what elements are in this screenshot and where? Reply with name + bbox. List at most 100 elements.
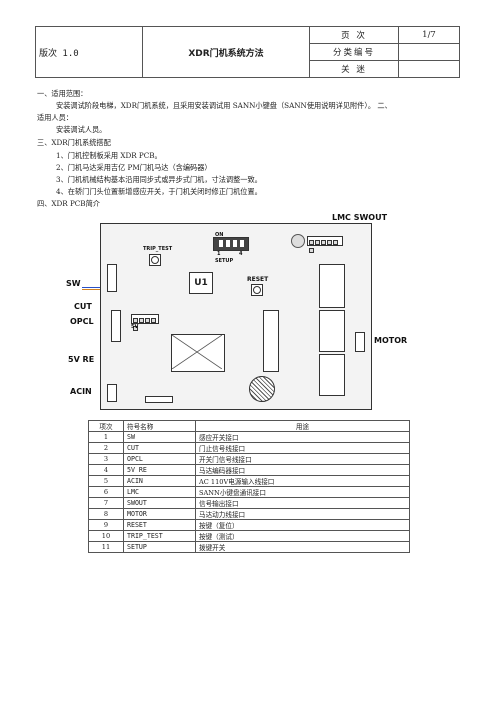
section-4-title: 四、XDR PCB简介	[37, 199, 100, 208]
cell-usage: 拨键开关	[195, 541, 410, 553]
table-row: 3 OPCL 开关门信号线接口	[88, 453, 410, 465]
category-label: 分类编号	[309, 43, 399, 61]
setup-dip-switch	[213, 237, 249, 251]
lmc-swout-connector	[307, 236, 343, 253]
cell-usage: 按键（复位）	[195, 519, 410, 531]
sw-label: SW	[66, 279, 81, 288]
cell-index: 9	[88, 519, 124, 531]
interface-table: 项次 符号名称 用途 1 SW 感应开关接口 2 CUT 门止信号线接口 3 O…	[88, 420, 410, 553]
cell-index: 4	[88, 464, 124, 476]
motor-connector	[355, 332, 365, 352]
keywords-label: 关 迷	[309, 60, 399, 78]
table-row: 11 SETUP 拨键开关	[88, 541, 410, 553]
table-row: 9 RESET 按键（复位）	[88, 519, 410, 531]
table-row: 6 LMC SANN小键盘通讯接口	[88, 486, 410, 498]
cell-index: 5	[88, 475, 124, 487]
acin-connector	[107, 384, 117, 402]
section-1-text: 安装调试阶段电梯，XDR门机系统，且采用安装调试用 SANN小键盘（SANN使用…	[56, 101, 392, 110]
lmc-swout-label: LMC SWOUT	[332, 213, 388, 222]
dip-on-label: ON	[215, 232, 224, 238]
trip-test-button	[149, 254, 161, 266]
section-3-item: 2、门机马达采用吉亿 PM门机马达（含编码器）	[56, 163, 212, 172]
section-1-title: 一、适用范围：	[37, 89, 88, 98]
col-header-index: 项次	[88, 420, 124, 432]
setup-label: SETUP	[215, 258, 234, 264]
table-row: 2 CUT 门止信号线接口	[88, 442, 410, 454]
table-row: 4 5V RE 马达编码器接口	[88, 464, 410, 476]
cell-usage: 感应开关接口	[195, 431, 410, 443]
power-module	[171, 334, 225, 372]
version-cell: 版次 1.0	[35, 26, 143, 78]
capacitor	[249, 376, 275, 402]
motor-label: MOTOR	[374, 336, 408, 345]
table-row: 8 MOTOR 马达动力线接口	[88, 508, 410, 520]
table-row: 10 TRIP_TEST 按键（测试）	[88, 530, 410, 542]
table-header-row: 项次 符号名称 用途	[88, 420, 410, 432]
cell-symbol: CUT	[123, 442, 196, 454]
cell-index: 8	[88, 508, 124, 520]
u1-chip: U1	[189, 272, 213, 294]
cut-label: CUT	[74, 302, 92, 311]
cell-usage: 马达动力线接口	[195, 508, 410, 520]
cell-index: 7	[88, 497, 124, 509]
crystal-component	[291, 234, 305, 248]
relay	[319, 264, 345, 308]
cell-usage: 按键（测试）	[195, 530, 410, 542]
cell-symbol: SW	[123, 431, 196, 443]
page-number: 1/7	[398, 26, 460, 44]
sw-wire	[82, 289, 104, 290]
section-3-item: 1、门机控制板采用 XDR PCB。	[56, 151, 162, 160]
cell-symbol: 5V RE	[123, 464, 196, 476]
col-header-symbol: 符号名称	[123, 420, 196, 432]
cell-symbol: TRIP_TEST	[123, 530, 196, 542]
cell-usage: AC 110V电源输入线接口	[195, 475, 410, 487]
pcb-board: 5V TRIP_TEST U1 ON 1 4 SETUP RESET	[100, 223, 372, 410]
cell-symbol: LMC	[123, 486, 196, 498]
relay	[319, 310, 345, 352]
keywords-value	[398, 60, 460, 78]
reset-button	[251, 284, 263, 296]
dip-1-label: 1	[217, 251, 221, 257]
cell-usage: 开关门信号线接口	[195, 453, 410, 465]
acin-label: ACIN	[70, 387, 92, 396]
sw-connector	[107, 264, 117, 292]
category-value	[398, 43, 460, 61]
document-header: 版次 1.0 XDR门机系统方法 页 次 1/7 分类编号 关 迷	[35, 26, 460, 78]
section-3-item: 3、门机机械结构基本沿用同步式或异步式门机，寸法调整一致。	[56, 175, 262, 184]
cell-symbol: OPCL	[123, 453, 196, 465]
ic-chip	[263, 310, 279, 372]
re-header	[131, 314, 159, 331]
section-3-title: 三、XDR门机系统搭配	[37, 138, 111, 147]
document-title: XDR门机系统方法	[142, 26, 310, 78]
cell-usage: 门止信号线接口	[195, 442, 410, 454]
fuse	[145, 396, 173, 403]
section-2-text: 安装调试人员。	[56, 125, 107, 134]
opcl-label: OPCL	[70, 317, 94, 326]
cell-index: 6	[88, 486, 124, 498]
cell-symbol: SWOUT	[123, 497, 196, 509]
relay	[319, 354, 345, 396]
cell-symbol: ACIN	[123, 475, 196, 487]
table-row: 7 SWOUT 信号输出接口	[88, 497, 410, 509]
opcl-connector	[111, 310, 121, 342]
cell-usage: 信号输出接口	[195, 497, 410, 509]
table-row: 5 ACIN AC 110V电源输入线接口	[88, 475, 410, 487]
5v-label: 5V	[131, 324, 139, 330]
sw-wire	[82, 287, 104, 288]
section-3-item: 4、在轿门门头位置新增感应开关，于门机关闭时修正门机位置。	[56, 187, 262, 196]
cell-symbol: MOTOR	[123, 508, 196, 520]
cell-index: 11	[88, 541, 124, 553]
page-label: 页 次	[309, 26, 399, 44]
cell-index: 10	[88, 530, 124, 542]
cell-usage: 马达编码器接口	[195, 464, 410, 476]
col-header-usage: 用途	[195, 420, 410, 432]
cell-index: 2	[88, 442, 124, 454]
cell-symbol: RESET	[123, 519, 196, 531]
cell-usage: SANN小键盘通讯接口	[195, 486, 410, 498]
cell-index: 3	[88, 453, 124, 465]
re-label: 5V RE	[68, 355, 95, 364]
cell-symbol: SETUP	[123, 541, 196, 553]
trip-test-label: TRIP_TEST	[143, 246, 173, 252]
table-row: 1 SW 感应开关接口	[88, 431, 410, 443]
pcb-diagram: LMC SWOUT SW CUT OPCL 5V RE ACIN MOTOR 5…	[60, 209, 420, 419]
